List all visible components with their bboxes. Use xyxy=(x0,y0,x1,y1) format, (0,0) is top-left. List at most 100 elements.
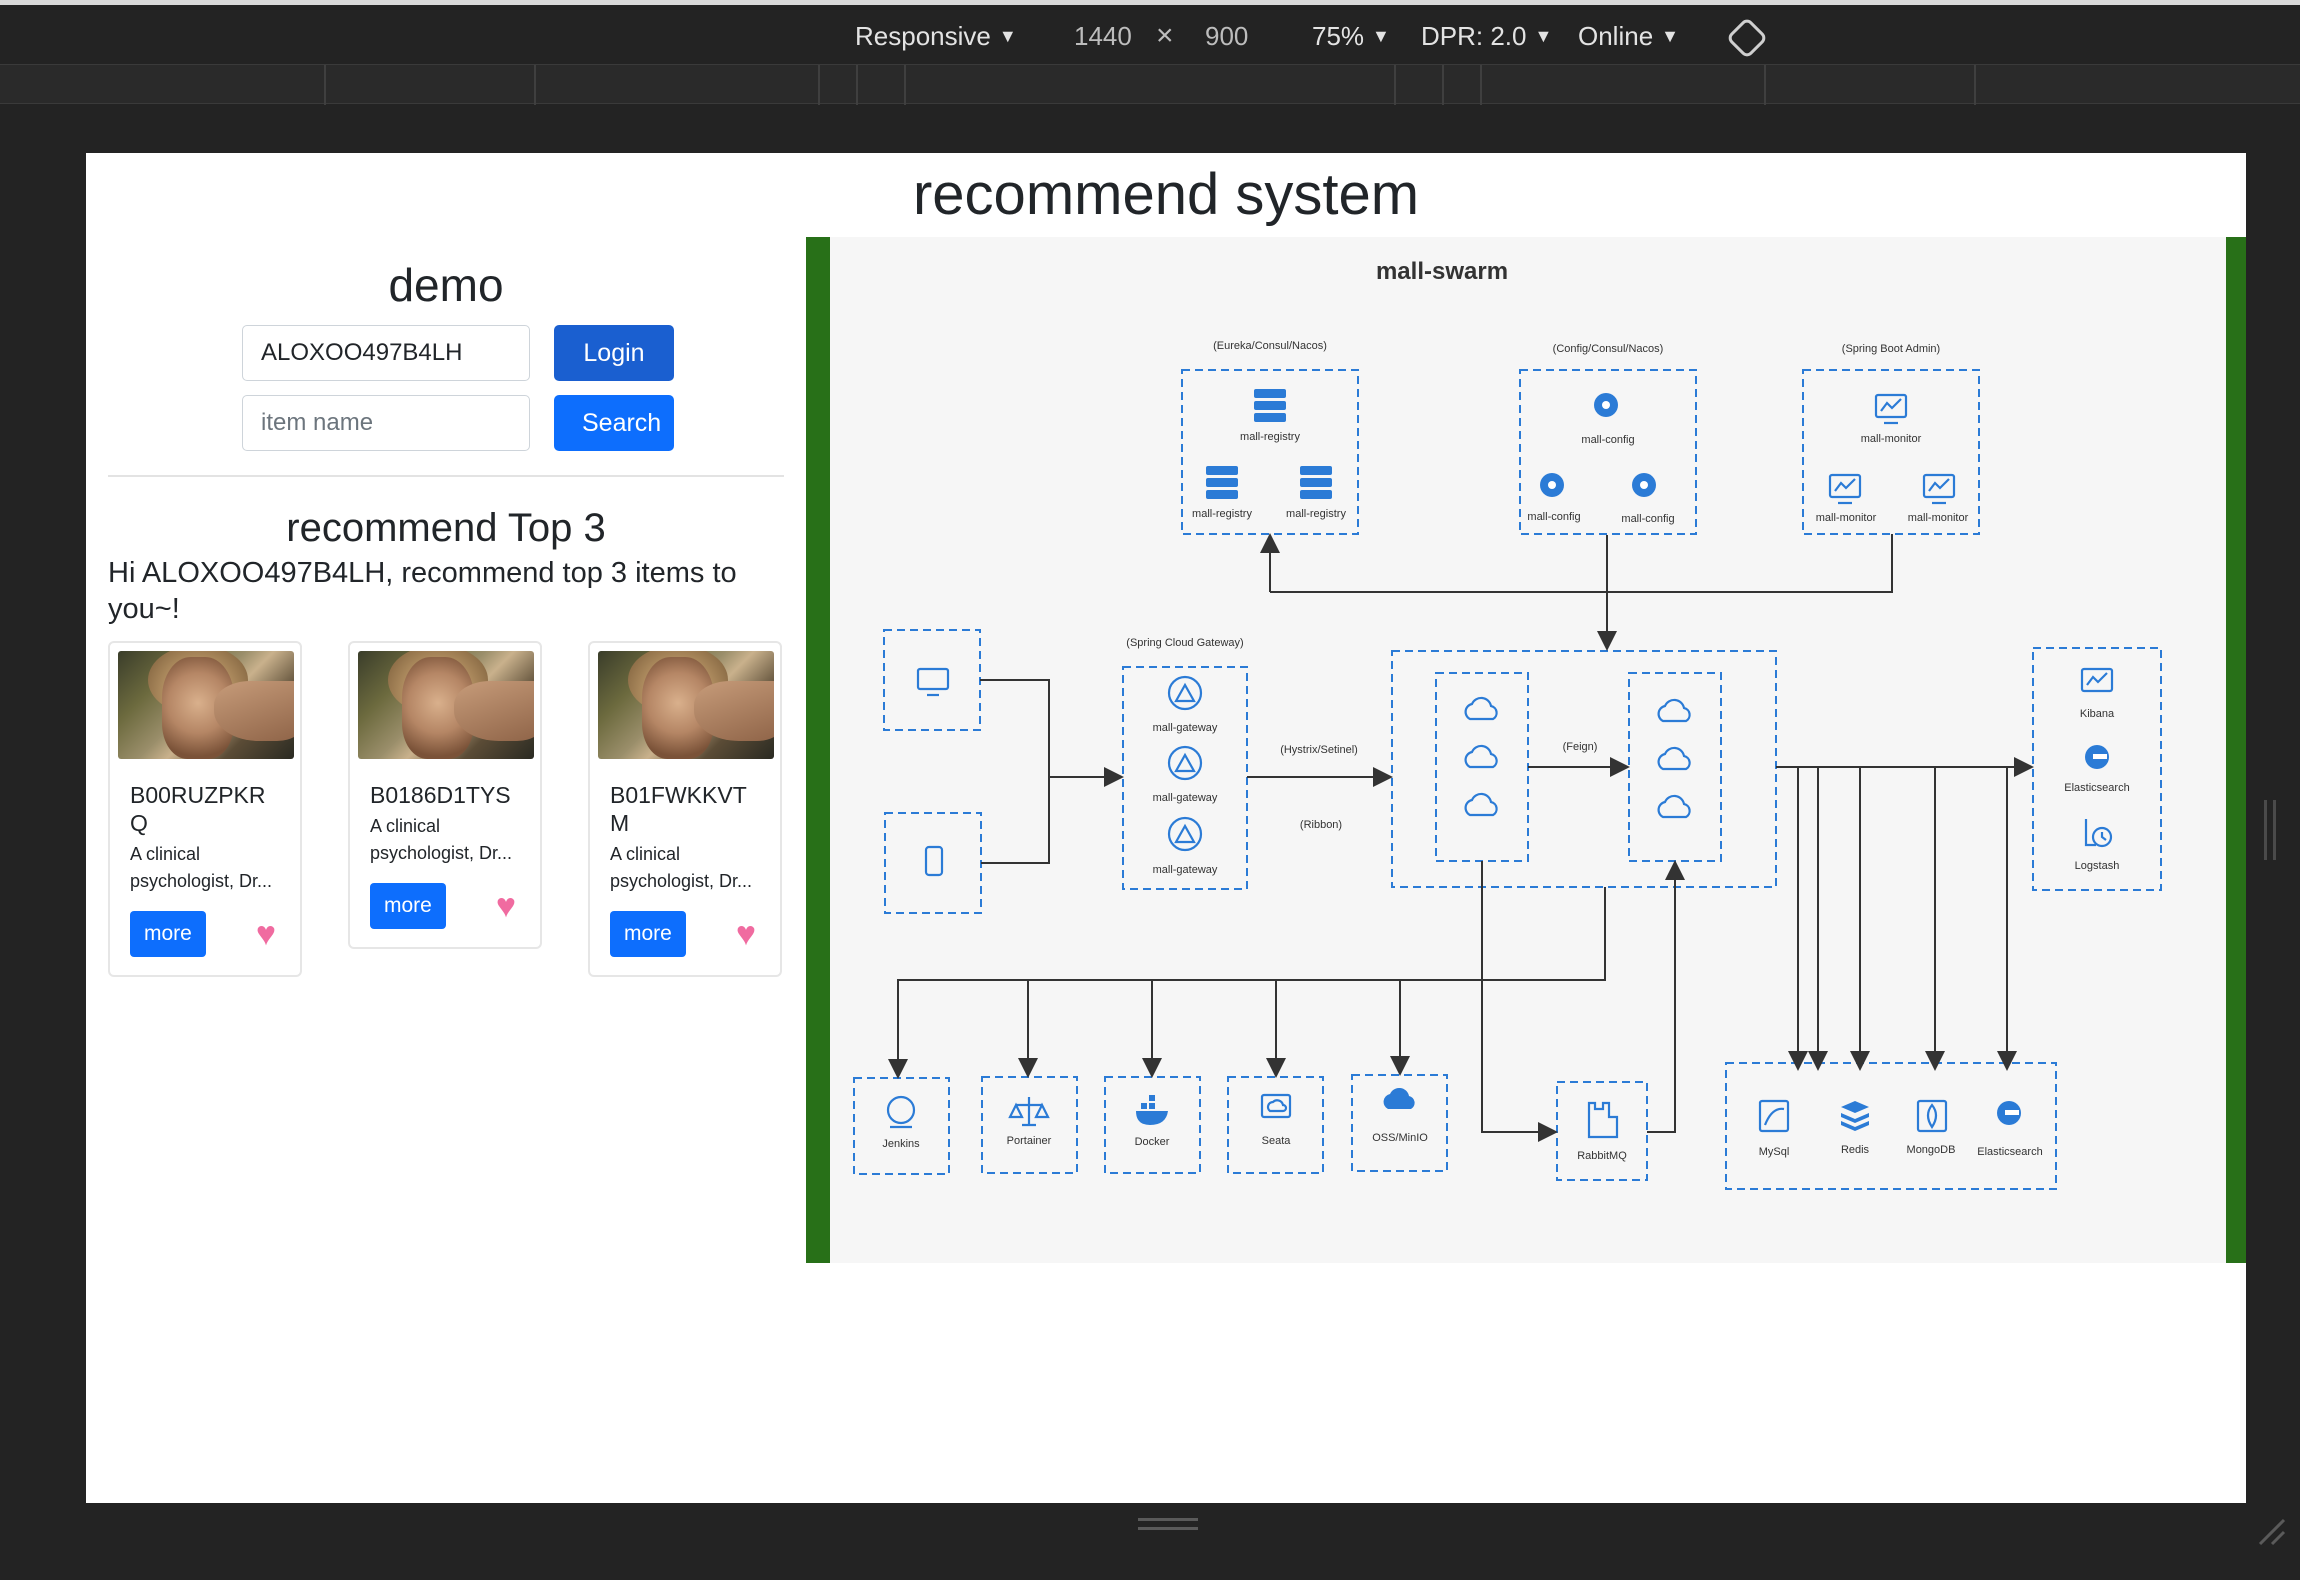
portainer-box xyxy=(981,1076,1078,1174)
elasticsearch-label: Elasticsearch xyxy=(2064,782,2129,794)
elasticsearch-icon xyxy=(2085,745,2109,769)
ruler-tick[interactable] xyxy=(904,65,906,105)
page-title: recommend system xyxy=(912,162,1420,227)
width-value: 1440 xyxy=(1074,21,1132,51)
search-button[interactable]: Search xyxy=(554,395,674,451)
network-label: Online xyxy=(1578,21,1654,51)
more-button[interactable]: more xyxy=(610,911,686,957)
datastore-box xyxy=(1725,1062,2057,1190)
monitor-caption: (Spring Boot Admin) xyxy=(1842,343,1940,355)
user-id-input[interactable] xyxy=(242,325,530,381)
cloud-service-icon xyxy=(1464,792,1498,817)
divider xyxy=(108,475,784,477)
more-button[interactable]: more xyxy=(130,911,206,957)
rabbitmq-box xyxy=(1556,1081,1648,1181)
cloud-upload-icon xyxy=(1383,1087,1415,1109)
service-column-b xyxy=(1628,672,1722,862)
ruler-tick[interactable] xyxy=(534,65,536,105)
more-button[interactable]: more xyxy=(370,883,446,929)
mongodb-icon xyxy=(1916,1099,1948,1133)
rotate-icon[interactable] xyxy=(1725,16,1769,60)
gateway-label: mall-gateway xyxy=(1153,792,1218,804)
oss-minio-label: OSS/MinIO xyxy=(1372,1132,1428,1144)
corner-resize-icon[interactable] xyxy=(2250,1510,2290,1550)
monitor-icon xyxy=(1828,473,1862,505)
jenkins-label: Jenkins xyxy=(882,1138,920,1150)
architecture-diagram: mall-swarm xyxy=(830,237,2226,1263)
chevron-down-icon: ▼ xyxy=(1661,26,1679,46)
rabbitmq-icon xyxy=(1587,1101,1619,1139)
search-input[interactable] xyxy=(242,395,530,451)
registry-label: mall-registry xyxy=(1192,508,1252,520)
config-caption: (Config/Consul/Nacos) xyxy=(1553,343,1664,355)
kibana-icon xyxy=(2080,667,2114,693)
redis-label: Redis xyxy=(1841,1144,1870,1156)
ribbon-label: (Ribbon) xyxy=(1300,819,1342,831)
server-icon xyxy=(1206,466,1238,499)
zoom-label: 75% xyxy=(1312,21,1365,51)
seata-box xyxy=(1227,1076,1324,1174)
monitor-box xyxy=(1802,369,1980,535)
config-label: mall-config xyxy=(1527,511,1580,523)
card-actions: more ♥ xyxy=(358,883,532,929)
viewport-resize-handle[interactable] xyxy=(2264,800,2276,860)
registry-caption: (Eureka/Consul/Nacos) xyxy=(1213,340,1327,352)
chevron-down-icon: ▼ xyxy=(1372,26,1390,46)
cloud-service-icon xyxy=(1464,744,1498,769)
item-image xyxy=(118,651,294,759)
ruler-tick[interactable] xyxy=(324,65,326,105)
item-image xyxy=(598,651,774,759)
monitor-icon xyxy=(1922,473,1956,505)
viewport-resize-handle[interactable] xyxy=(1138,1518,1198,1530)
gateway-icon xyxy=(1167,675,1203,711)
cloud-service-icon xyxy=(1657,746,1691,771)
network-select[interactable]: Online ▼ xyxy=(1578,19,1679,53)
height-field[interactable]: 900 xyxy=(1205,19,1248,53)
gateway-caption: (Spring Cloud Gateway) xyxy=(1126,637,1243,649)
monitor-label: mall-monitor xyxy=(1816,512,1877,524)
gear-icon xyxy=(1594,393,1618,417)
ruler-tick[interactable] xyxy=(856,65,858,105)
kibana-label: Kibana xyxy=(2080,708,2115,720)
ruler-tick[interactable] xyxy=(1442,65,1444,105)
logstash-label: Logstash xyxy=(2075,860,2120,872)
redis-icon xyxy=(1841,1101,1869,1131)
item-card: B0186D1TYS A clinical psychologist, Dr..… xyxy=(348,641,542,949)
registry-label: mall-registry xyxy=(1286,508,1346,520)
dpr-label: DPR: 2.0 xyxy=(1421,21,1527,51)
demo-title: demo xyxy=(388,259,504,311)
login-button[interactable]: Login xyxy=(554,325,674,381)
jenkins-box xyxy=(853,1077,950,1175)
card-actions: more ♥ xyxy=(118,911,292,957)
logstash-icon xyxy=(2084,819,2113,848)
services-box xyxy=(1391,650,1777,888)
dpr-select[interactable]: DPR: 2.0 ▼ xyxy=(1421,19,1552,53)
devtools-toolbar: Responsive ▼ 1440 × 900 75% ▼ DPR: 2.0 ▼… xyxy=(0,0,2300,64)
device-select[interactable]: Responsive ▼ xyxy=(855,19,1017,53)
ruler-tick[interactable] xyxy=(818,65,820,105)
zoom-select[interactable]: 75% ▼ xyxy=(1312,19,1390,53)
ruler-tick[interactable] xyxy=(1764,65,1766,105)
heart-icon[interactable]: ♥ xyxy=(495,887,516,925)
elasticsearch-store-label: Elasticsearch xyxy=(1977,1146,2042,1158)
item-card: B01FWKKVTM A clinical psychologist, Dr..… xyxy=(588,641,782,977)
gateway-icon xyxy=(1167,745,1203,781)
width-field[interactable]: 1440 xyxy=(1074,19,1132,53)
ruler-tick[interactable] xyxy=(1480,65,1482,105)
config-label: mall-config xyxy=(1581,434,1634,446)
architecture-diagram-svg: mall-swarm xyxy=(853,258,2162,1190)
item-description: A clinical psychologist, Dr... xyxy=(610,844,753,891)
media-query-ruler[interactable] xyxy=(0,64,2300,105)
heart-icon[interactable]: ♥ xyxy=(735,915,756,953)
mysql-icon xyxy=(1758,1099,1790,1133)
item-image xyxy=(358,651,534,759)
docker-icon xyxy=(1136,1095,1168,1125)
seata-icon xyxy=(1260,1093,1292,1119)
ruler-tick[interactable] xyxy=(1974,65,1976,105)
item-id: B0186D1TYS xyxy=(370,782,511,808)
heart-icon[interactable]: ♥ xyxy=(255,915,276,953)
cloud-service-icon xyxy=(1464,696,1498,721)
oss-minio-box xyxy=(1351,1074,1448,1172)
device-label: Responsive xyxy=(855,21,991,51)
ruler-tick[interactable] xyxy=(1394,65,1396,105)
